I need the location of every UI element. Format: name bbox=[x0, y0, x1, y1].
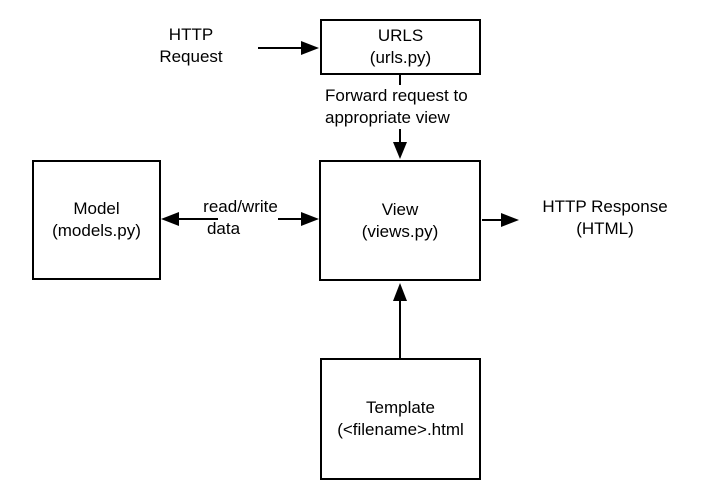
model-box-title: Model bbox=[73, 199, 120, 218]
model-box: Model (models.py) bbox=[32, 160, 161, 280]
urls-box-subtitle: (urls.py) bbox=[369, 48, 432, 67]
http-request-label-line2: Request bbox=[159, 47, 223, 66]
arrow-to-model-head bbox=[161, 212, 179, 226]
arrow-http-request-to-urls bbox=[258, 41, 319, 55]
forward-request-label: Forward request to appropriate view bbox=[325, 85, 468, 129]
arrow-view-to-response bbox=[482, 213, 519, 227]
http-response-label-line1: HTTP Response bbox=[542, 197, 668, 216]
http-request-label-line1: HTTP bbox=[168, 25, 214, 44]
arrow-to-view-head bbox=[301, 212, 319, 226]
urls-box-title: URLS bbox=[377, 26, 424, 45]
forward-request-label-line2: appropriate view bbox=[325, 108, 450, 127]
read-write-label-line1: read/write bbox=[203, 197, 278, 216]
forward-request-label-line1: Forward request to bbox=[325, 86, 468, 105]
http-response-label-line2: (HTML) bbox=[576, 219, 634, 238]
arrow-model-view-bidirectional bbox=[161, 212, 319, 226]
template-box-subtitle: (<filename>.html bbox=[337, 420, 464, 439]
view-box-subtitle: (views.py) bbox=[361, 221, 439, 241]
http-response-label: HTTP Response (HTML) bbox=[534, 196, 676, 240]
template-box-title: Template bbox=[366, 398, 435, 417]
http-request-label: HTTP Request bbox=[141, 24, 241, 68]
read-write-label: read/write bbox=[199, 196, 282, 218]
arrow-response-head bbox=[501, 213, 519, 227]
arrow-template-to-view bbox=[393, 283, 407, 358]
arrow-http-request-head bbox=[301, 41, 319, 55]
view-box: View (views.py) bbox=[319, 160, 481, 281]
model-box-subtitle: (models.py) bbox=[52, 221, 141, 240]
view-box-title: View bbox=[381, 199, 419, 219]
data-label: data bbox=[205, 218, 242, 240]
arrow-template-view-head bbox=[393, 283, 407, 301]
urls-box: URLS (urls.py) bbox=[320, 19, 481, 75]
template-box: Template (<filename>.html bbox=[320, 358, 481, 480]
arrow-urls-view-head bbox=[393, 142, 407, 159]
data-label-line: data bbox=[206, 219, 241, 238]
